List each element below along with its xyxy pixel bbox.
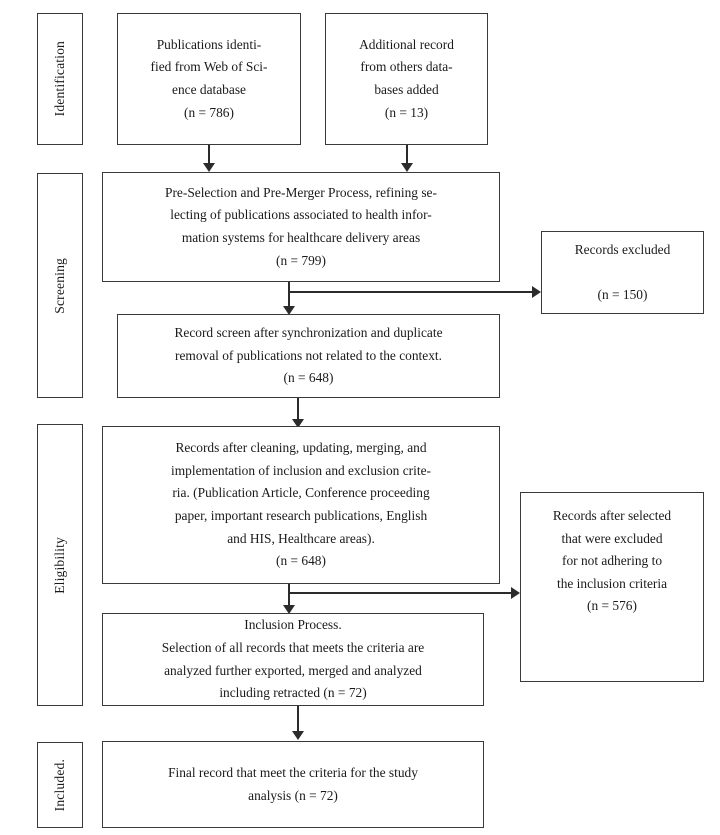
connector-recordscreen-to-cleaning-line — [297, 398, 299, 423]
node-inclusion-process-text: Inclusion Process. Selection of all reco… — [161, 617, 425, 701]
node-records-after-cleaning-text: Records after cleaning, updating, mergin… — [171, 440, 431, 569]
connector-identified-to-preselection-line — [208, 145, 210, 167]
connector-cleaning-to-selected-excluded-arrowhead — [511, 587, 520, 599]
connector-inclusion-to-final-line — [297, 706, 299, 736]
connector-cleaning-to-inclusion-arrowhead — [283, 605, 295, 614]
node-records-after-selected-excluded-text: Records after selected that were exclude… — [552, 508, 672, 614]
node-additional-records: Additional record from others data- base… — [325, 13, 488, 145]
connector-additional-to-preselection-line — [406, 145, 408, 167]
connector-preselection-stub — [288, 282, 290, 292]
node-final-record-text: Final record that meet the criteria for … — [168, 764, 418, 803]
stage-label-included: Included. — [37, 742, 83, 828]
connector-preselection-to-excluded-line — [288, 291, 533, 293]
node-records-excluded: Records excluded (n = 150) — [541, 231, 704, 314]
connector-preselection-to-excluded-arrowhead — [532, 286, 541, 298]
node-pre-selection-text: Pre-Selection and Pre-Merger Process, re… — [165, 184, 437, 268]
connector-recordscreen-to-cleaning-arrowhead — [292, 419, 304, 428]
stage-label-identification-text: Identification — [52, 41, 67, 117]
node-records-after-cleaning: Records after cleaning, updating, mergin… — [102, 426, 500, 584]
stage-label-identification: Identification — [37, 13, 83, 145]
stage-label-screening-text: Screening — [52, 257, 67, 314]
connector-cleaning-to-inclusion-line — [288, 592, 290, 608]
node-inclusion-process: Inclusion Process. Selection of all reco… — [102, 613, 484, 706]
node-record-screen-text: Record screen after synchronization and … — [174, 325, 443, 386]
connector-additional-to-preselection-arrowhead — [401, 163, 413, 172]
stage-label-included-text: Included. — [52, 758, 67, 812]
connector-identified-to-preselection-arrowhead — [203, 163, 215, 172]
stage-label-screening: Screening — [37, 173, 83, 398]
node-record-screen: Record screen after synchronization and … — [117, 314, 500, 398]
node-records-excluded-text: Records excluded (n = 150) — [574, 241, 671, 302]
connector-cleaning-to-selected-excluded-line — [288, 592, 512, 594]
node-final-record: Final record that meet the criteria for … — [102, 741, 484, 828]
stage-label-eligibility: Eligibility — [37, 424, 83, 706]
connector-inclusion-to-final-arrowhead — [292, 731, 304, 740]
connector-cleaning-stub — [288, 584, 290, 593]
connector-preselection-to-recordscreen-line — [288, 291, 290, 309]
node-pre-selection: Pre-Selection and Pre-Merger Process, re… — [102, 172, 500, 282]
connector-preselection-to-recordscreen-arrowhead — [283, 306, 295, 315]
node-records-after-selected-excluded: Records after selected that were exclude… — [520, 492, 704, 682]
node-additional-records-text: Additional record from others data- base… — [359, 36, 454, 120]
node-identified-wos: Publications identi- fied from Web of Sc… — [117, 13, 301, 145]
node-identified-wos-text: Publications identi- fied from Web of Sc… — [150, 36, 268, 120]
stage-label-eligibility-text: Eligibility — [52, 536, 67, 594]
